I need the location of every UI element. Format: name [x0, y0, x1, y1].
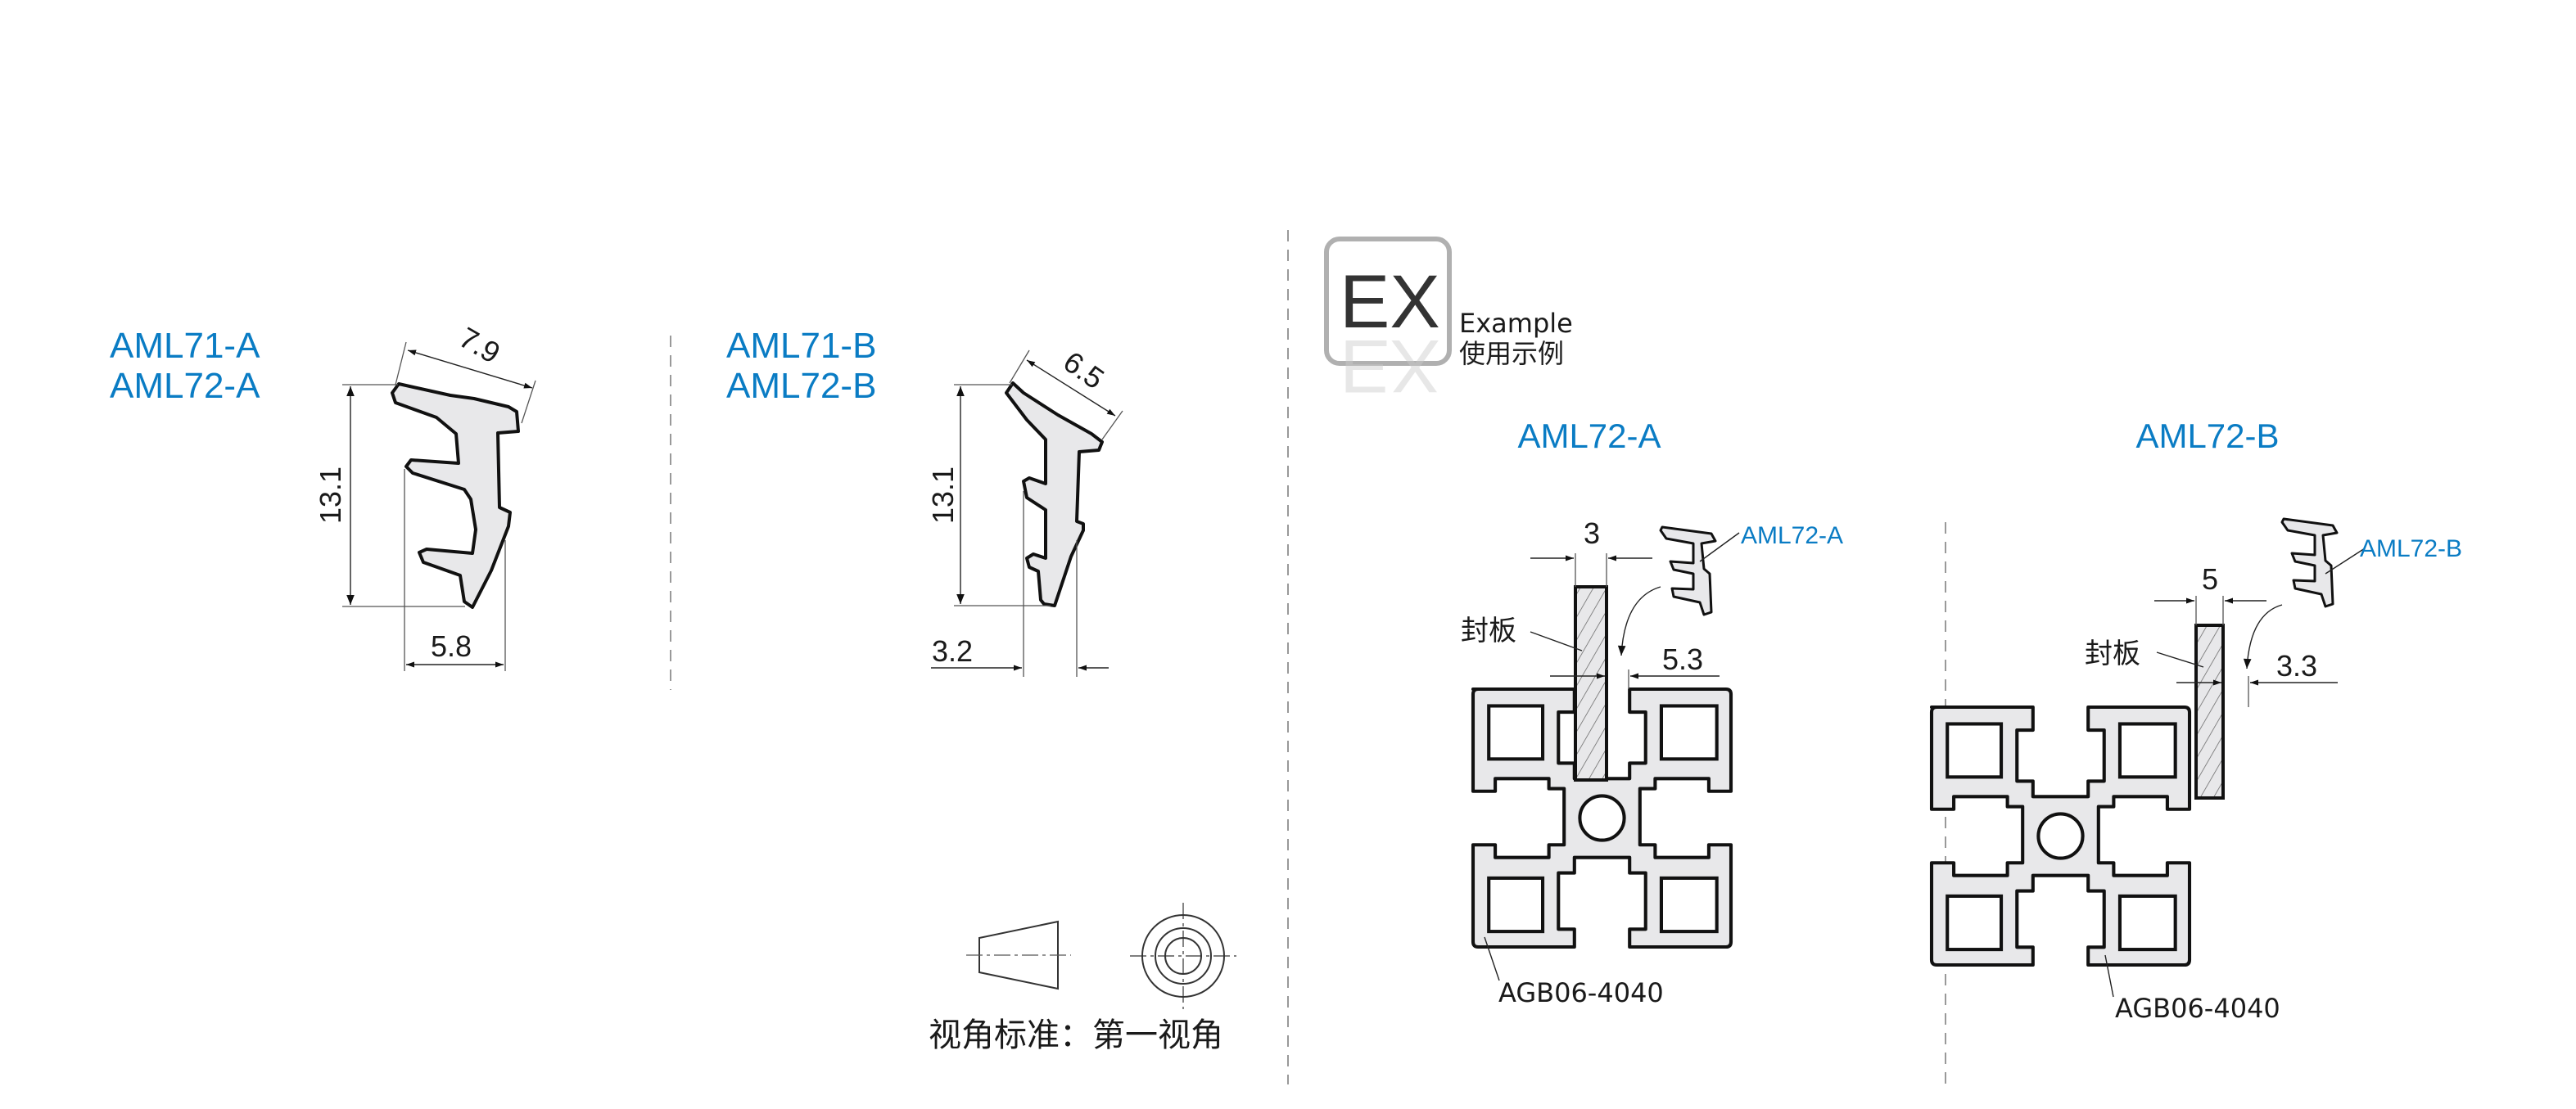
seal-b-height-dim: 13.1	[926, 467, 960, 524]
seal-b-top-dim: 6.5	[1057, 345, 1110, 395]
seal-a-top-dim: 7.9	[454, 320, 506, 370]
projection-note: 视角标准：第一视角	[929, 1017, 1223, 1054]
seal-a-base-dim: 5.8	[431, 629, 472, 663]
badge-text: EX	[1340, 260, 1440, 344]
panel-b-seal-label: AML72-B	[2360, 535, 2462, 562]
seal-b-label-1: AML71-B	[726, 326, 876, 366]
seal-b-profile	[1005, 381, 1104, 607]
seal-a-profile	[391, 382, 520, 609]
panel-b-plate-dim: 5	[2202, 562, 2218, 596]
panel-b-title: AML72-B	[2135, 417, 2279, 455]
seal-a-label-2: AML72-A	[110, 366, 260, 406]
panel-a-seal-icon	[1659, 525, 1717, 616]
badge-caption-cn: 使用示例	[1459, 338, 1564, 369]
badge-reflection: EX	[1340, 324, 1440, 408]
panel-b-plate-label: 封板	[2085, 638, 2140, 670]
panel-b-profile-label: AGB06-4040	[2115, 993, 2280, 1024]
seal-a-height-dim: 13.1	[314, 467, 347, 524]
panel-a-seal-label: AML72-A	[1741, 522, 1843, 549]
seal-b-label-2: AML72-B	[726, 366, 876, 406]
panel-a-plate-label: 封板	[1461, 615, 1516, 647]
projection-circles-icon	[1130, 903, 1236, 1009]
panel-a-plate	[1574, 585, 1608, 782]
panel-a-title: AML72-A	[1517, 417, 1661, 455]
panel-a-gap-dim: 5.3	[1662, 642, 1703, 676]
panel-a-profile-label: AGB06-4040	[1498, 977, 1664, 1008]
seal-a-label-1: AML71-A	[110, 326, 260, 366]
projection-trapezoid-icon	[978, 920, 1059, 990]
example-panel-b: AML72-B 5 3.3 封板 AML72-B AGB06-4040	[1931, 417, 2462, 1024]
panel-b-gap-dim: 3.3	[2276, 649, 2317, 683]
seal-a-dimensions: 13.1 7.9 5.8	[314, 320, 536, 671]
panel-b-seal-icon	[2280, 517, 2339, 608]
example-panel-a: AML72-A 3 5.3 封板 AML72-A AGB06-4040	[1461, 417, 1843, 1008]
seal-a-section: AML71-A AML72-A 13.1 7.9 5.8	[110, 320, 536, 671]
panel-b-aluminum-profile	[1931, 706, 2190, 966]
seal-b-section: AML71-B AML72-B 13.1 6.5 3.2	[726, 326, 1123, 677]
example-badge: EX EX Example 使用示例	[1324, 237, 1573, 408]
panel-b-plate	[2194, 624, 2225, 800]
seal-b-base-dim: 3.2	[932, 634, 973, 668]
badge-caption-en: Example	[1459, 308, 1573, 339]
panel-a-plate-dim: 3	[1584, 516, 1600, 550]
projection-symbol: 视角标准：第一视角	[929, 903, 1236, 1054]
